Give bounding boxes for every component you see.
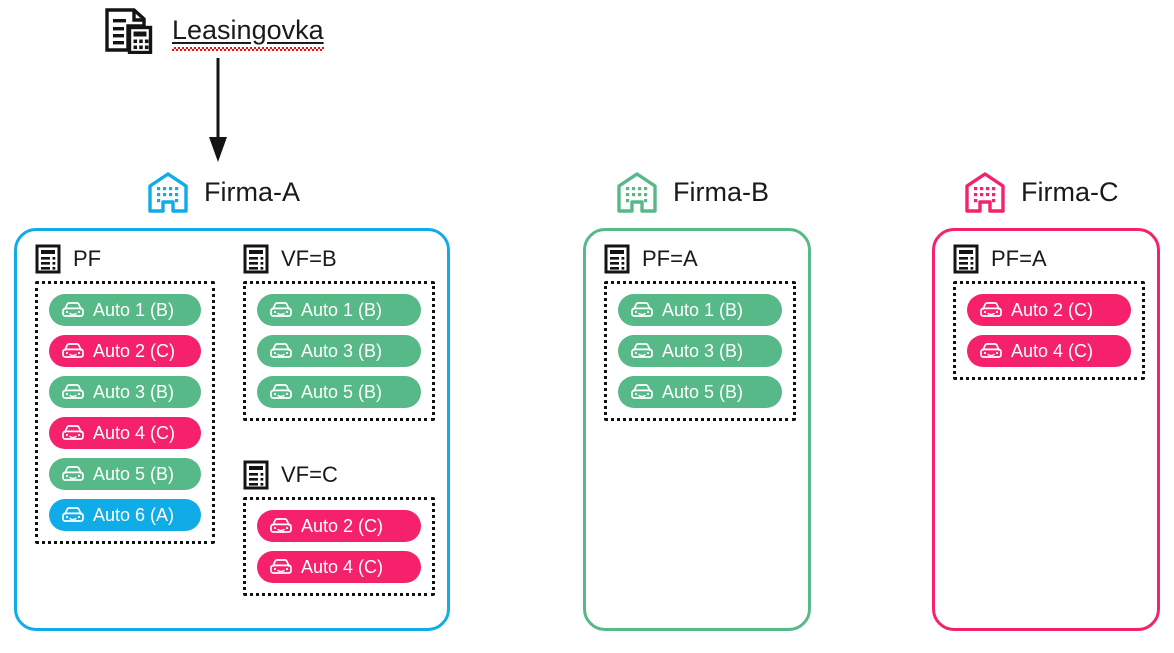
car-pill[interactable]: Auto 1 (B)	[49, 294, 201, 326]
car-label: Auto 5 (B)	[662, 382, 744, 402]
group-title: PF	[73, 246, 102, 271]
invoice-icon	[953, 244, 979, 274]
car-label: Auto 1 (B)	[662, 300, 744, 320]
group-header: VF=B	[243, 243, 435, 275]
car-icon	[979, 342, 1003, 360]
car-icon	[630, 301, 654, 319]
car-pill[interactable]: Auto 5 (B)	[257, 376, 421, 408]
group-title: VF=B	[281, 246, 337, 271]
invoice-icon	[243, 244, 269, 274]
group-vf-b: VF=B Auto 1 (B)	[243, 243, 435, 421]
firm-name: Firma-B	[673, 176, 769, 207]
firm-header-firma-c: Firma-C	[963, 170, 1118, 214]
car-pill[interactable]: Auto 5 (B)	[618, 376, 782, 408]
car-icon	[61, 342, 85, 360]
spellcheck-underline	[172, 46, 324, 51]
car-icon	[630, 342, 654, 360]
car-label: Auto 5 (B)	[93, 464, 175, 484]
car-label: Auto 4 (C)	[1011, 341, 1094, 361]
building-icon	[963, 170, 1007, 214]
group-box: Auto 2 (C) Auto 4 (C)	[953, 281, 1145, 380]
car-pill[interactable]: Auto 4 (C)	[257, 551, 421, 583]
car-label: Auto 2 (C)	[301, 516, 384, 536]
car-icon	[269, 517, 293, 535]
car-pill[interactable]: Auto 3 (B)	[618, 335, 782, 367]
car-label: Auto 3 (B)	[301, 341, 383, 361]
firm-header-firma-a: Firma-A	[146, 170, 300, 214]
car-icon	[61, 383, 85, 401]
firm-name: Firma-A	[204, 176, 300, 207]
group-pf-a-b: PF=A Auto 1 (B)	[604, 243, 796, 421]
firm-panel-firma-b: PF=A Auto 1 (B)	[583, 228, 811, 631]
source-node-leasingovka: Leasingovka	[104, 8, 324, 54]
group-box: Auto 1 (B) Auto 3 (B)	[243, 281, 435, 421]
building-icon	[146, 170, 190, 214]
car-icon	[269, 342, 293, 360]
car-icon	[630, 383, 654, 401]
source-label-text: Leasingovka	[172, 14, 324, 45]
group-box: Auto 1 (B) Auto 3 (B)	[604, 281, 796, 421]
group-vf-c: VF=C Auto 2 (C)	[243, 459, 435, 596]
arrow-down-icon	[206, 58, 230, 164]
car-icon	[61, 506, 85, 524]
car-pill[interactable]: Auto 2 (C)	[49, 335, 201, 367]
group-header: PF	[35, 243, 215, 275]
car-label: Auto 1 (B)	[301, 300, 383, 320]
car-label: Auto 3 (B)	[662, 341, 744, 361]
car-label: Auto 3 (B)	[93, 382, 175, 402]
source-label: Leasingovka	[172, 14, 324, 51]
group-header: PF=A	[953, 243, 1145, 275]
car-label: Auto 4 (C)	[301, 557, 384, 577]
document-calculator-icon	[104, 8, 154, 54]
car-icon	[61, 465, 85, 483]
invoice-icon	[35, 244, 61, 274]
car-pill[interactable]: Auto 4 (C)	[967, 335, 1131, 367]
car-label: Auto 2 (C)	[1011, 300, 1094, 320]
group-header: VF=C	[243, 459, 435, 491]
car-label: Auto 6 (A)	[93, 505, 175, 525]
car-pill[interactable]: Auto 1 (B)	[257, 294, 421, 326]
firm-name: Firma-C	[1021, 176, 1119, 207]
car-label: Auto 5 (B)	[301, 382, 383, 402]
group-title: VF=C	[281, 462, 338, 487]
invoice-icon	[243, 460, 269, 490]
car-pill[interactable]: Auto 2 (C)	[257, 510, 421, 542]
firm-panel-firma-c: PF=A Auto 2 (C)	[932, 228, 1160, 631]
group-box: Auto 1 (B) Auto 2 (C)	[35, 281, 215, 544]
car-icon	[269, 383, 293, 401]
car-label: Auto 1 (B)	[93, 300, 175, 320]
car-pill[interactable]: Auto 6 (A)	[49, 499, 201, 531]
group-pf-a-c: PF=A Auto 2 (C)	[953, 243, 1145, 380]
car-pill[interactable]: Auto 3 (B)	[49, 376, 201, 408]
group-title: PF=A	[642, 246, 698, 271]
car-pill[interactable]: Auto 3 (B)	[257, 335, 421, 367]
firm-panel-firma-a: PF Auto 1 (B)	[14, 228, 450, 631]
car-icon	[269, 558, 293, 576]
group-header: PF=A	[604, 243, 796, 275]
building-icon	[615, 170, 659, 214]
car-icon	[61, 424, 85, 442]
car-label: Auto 4 (C)	[93, 423, 176, 443]
car-label: Auto 2 (C)	[93, 341, 176, 361]
group-pf: PF Auto 1 (B)	[35, 243, 215, 544]
firm-header-firma-b: Firma-B	[615, 170, 769, 214]
car-icon	[269, 301, 293, 319]
car-icon	[979, 301, 1003, 319]
car-pill[interactable]: Auto 2 (C)	[967, 294, 1131, 326]
group-box: Auto 2 (C) Auto 4 (C)	[243, 497, 435, 596]
car-icon	[61, 301, 85, 319]
car-pill[interactable]: Auto 1 (B)	[618, 294, 782, 326]
invoice-icon	[604, 244, 630, 274]
car-pill[interactable]: Auto 5 (B)	[49, 458, 201, 490]
car-pill[interactable]: Auto 4 (C)	[49, 417, 201, 449]
group-title: PF=A	[991, 246, 1047, 271]
